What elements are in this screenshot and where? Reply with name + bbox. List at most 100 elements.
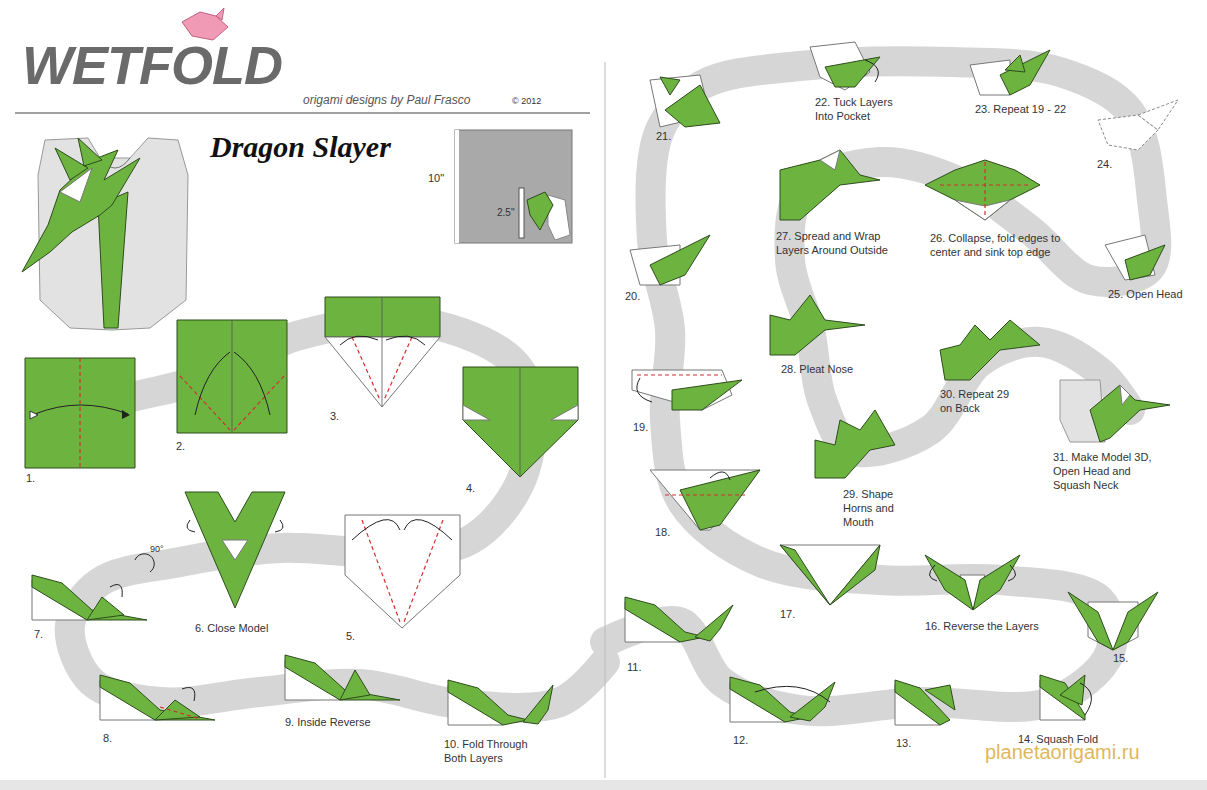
step-18-figure <box>650 470 760 530</box>
step-label: 20. <box>625 290 640 304</box>
step-5-figure <box>404 520 443 622</box>
rotate-symbol <box>135 554 154 572</box>
step-15-figure <box>1068 592 1158 650</box>
step-9-figure <box>340 670 370 700</box>
step-1-figure <box>79 358 80 468</box>
step-14-figure <box>1040 675 1085 720</box>
step-label: 29. Shape Horns and Mouth <box>843 488 923 529</box>
step-11-figure <box>625 597 733 642</box>
step-21-figure <box>665 85 720 127</box>
step-label: 2. <box>176 440 185 454</box>
step-10-figure <box>523 685 553 724</box>
step-14-figure <box>1080 683 1091 715</box>
logo-text: WETFOLD <box>22 38 282 92</box>
diagram-title: Dragon Slayer <box>210 130 391 163</box>
step-label: 27. Spread and Wrap Layers Around Outsid… <box>776 230 904 258</box>
step-10-figure <box>448 680 528 725</box>
step-7-figure <box>110 585 122 597</box>
step-21-figure <box>660 77 680 95</box>
step-9-figure <box>285 655 400 700</box>
step-3-figure <box>382 297 383 407</box>
step-3-figure <box>386 336 425 345</box>
step-25-figure <box>1105 235 1165 280</box>
step-18-figure <box>710 472 730 480</box>
step-16-figure <box>1008 565 1016 581</box>
paper-size-diagram <box>455 130 572 243</box>
step-2-figure <box>177 320 287 433</box>
step-16-figure <box>925 555 1020 610</box>
step-1-figure <box>25 358 135 468</box>
step-28-figure <box>770 295 865 355</box>
step-30-figure <box>940 320 1040 380</box>
step-3-figure <box>325 297 440 337</box>
step-3-figure <box>384 337 412 400</box>
step-7-figure <box>32 575 147 620</box>
step-19-figure <box>637 374 722 375</box>
step-3-figure <box>325 297 440 407</box>
step-label: 30. Repeat 29 on Back <box>940 388 1020 416</box>
step-label: 4. <box>466 482 475 496</box>
page-frame <box>15 113 590 114</box>
step-1-figure <box>25 358 135 468</box>
step-2-figure <box>232 320 233 433</box>
step-label: 17. <box>780 608 795 622</box>
step-5-figure <box>345 515 460 628</box>
step-label: 19. <box>633 421 648 435</box>
rotate-symbol <box>135 554 154 572</box>
step-label: 11. <box>627 661 641 675</box>
paper-size-diagram <box>455 130 459 243</box>
step-label: 6. Close Model <box>195 622 268 636</box>
step-26-figure <box>984 162 985 215</box>
step-30-figure <box>940 320 1040 380</box>
page-frame <box>0 62 1207 790</box>
step-2-figure <box>195 352 230 415</box>
step-19-figure <box>632 370 742 410</box>
step-5-figure <box>362 520 400 622</box>
step-6-figure <box>185 492 285 608</box>
step-6-figure <box>187 520 195 532</box>
step-15-figure <box>1068 592 1113 650</box>
step-label: 13. <box>896 737 911 751</box>
step-17-figure <box>830 545 880 605</box>
step-label: 18. <box>655 526 670 540</box>
step-18-figure <box>680 470 760 530</box>
step-18-figure <box>650 470 760 530</box>
step-label: 24. <box>1097 158 1112 172</box>
step-5-figure <box>345 515 460 628</box>
step-12-figure <box>790 682 835 721</box>
step-4-figure <box>463 367 578 477</box>
step-10-figure <box>448 680 553 725</box>
step-12-figure <box>730 677 835 722</box>
path-band <box>60 320 605 708</box>
step-24-figure <box>1098 100 1178 150</box>
step-17-figure <box>780 545 830 605</box>
step-label: 12. <box>733 734 748 748</box>
step-5-figure <box>352 520 400 540</box>
step-label: 2.5" <box>497 207 514 220</box>
step-3-figure <box>352 337 380 400</box>
path-band <box>605 61 1156 711</box>
step-label: 15. <box>1113 652 1128 666</box>
paper-size-diagram <box>527 192 553 230</box>
step-27-figure <box>780 150 880 220</box>
step-8-figure <box>100 675 215 720</box>
step-2-figure <box>234 376 284 430</box>
logo-bird <box>216 8 224 20</box>
step-6-figure <box>185 492 285 608</box>
step-9-figure <box>285 655 400 700</box>
step-20-figure <box>630 235 710 285</box>
step-label: 10. Fold Through Both Layers <box>444 738 544 766</box>
step-7-figure <box>87 597 124 620</box>
step-label: 26. Collapse, fold edges to center and s… <box>930 232 1080 260</box>
step-7-figure <box>32 575 147 620</box>
step-11-figure <box>625 597 705 642</box>
step-13-figure <box>925 685 955 710</box>
step-19-figure <box>672 380 742 410</box>
step-21-figure <box>650 75 720 127</box>
finished-model <box>78 138 102 166</box>
step-1-figure <box>122 410 130 419</box>
step-4-figure <box>551 405 578 420</box>
step-29-figure <box>815 410 895 478</box>
